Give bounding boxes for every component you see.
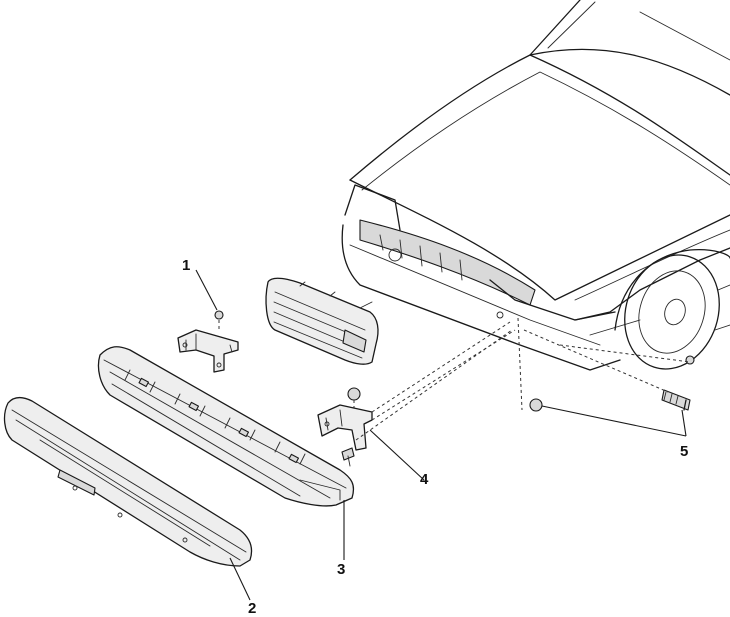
part-2-bumper-cover [3,396,253,567]
part-3-bumper-reinforcement [97,346,355,507]
part-4-side-bracket [317,387,373,467]
callout-3: 3 [337,561,345,578]
car-front-body [341,0,730,371]
callouts: 1 2 3 4 5 [182,257,688,617]
callout-2: 2 [248,600,256,617]
grille-insert [265,277,379,365]
part-1-bracket [177,310,239,373]
callout-4: 4 [420,471,429,488]
leader-lines [195,269,687,601]
alignment-lines [355,317,691,441]
part-5-bolt [661,389,691,411]
car-mount-nuts [529,355,695,412]
callout-1: 1 [182,257,190,274]
callout-5: 5 [680,443,688,460]
